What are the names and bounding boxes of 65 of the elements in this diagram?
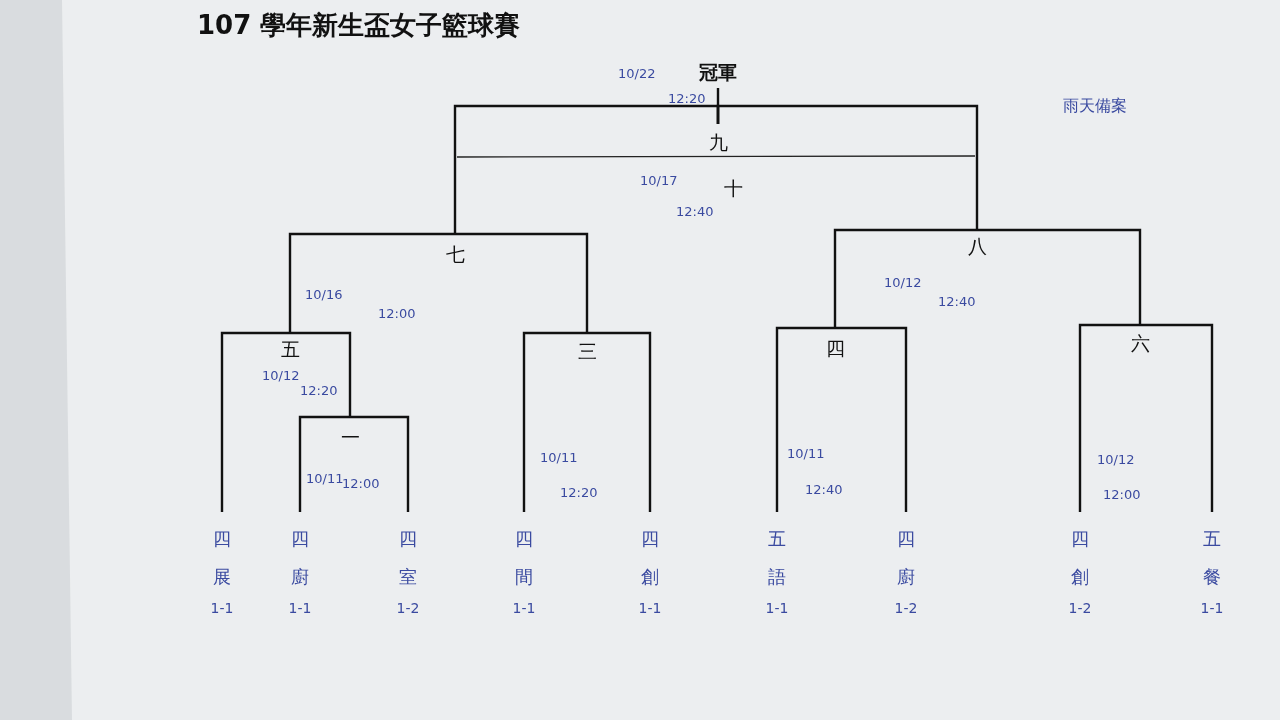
bracket-line: [298, 415, 350, 512]
team-name: 四廚: [290, 527, 310, 589]
bracket-line: [1078, 323, 1140, 512]
time-note: 12:40: [805, 482, 843, 497]
time-note: 12:20: [668, 91, 706, 106]
bracket-line: [977, 228, 1142, 325]
date-note: 10/11: [787, 446, 825, 461]
team-name: 五餐: [1202, 527, 1222, 589]
match-label: 六: [1118, 325, 1162, 357]
bracket-line: [1140, 323, 1214, 512]
class-number: 1-2: [1067, 600, 1093, 616]
time-note: 12:20: [300, 383, 338, 398]
match-label: 三: [565, 333, 609, 365]
date-note: 10/12: [1097, 452, 1135, 467]
note: 雨天備案: [1063, 97, 1127, 115]
class-number: 1-1: [209, 600, 235, 616]
class-number: 1-1: [764, 600, 790, 616]
time-note: 12:40: [676, 204, 714, 219]
date-note: 10/11: [306, 471, 344, 486]
match-label: 七: [433, 234, 477, 268]
bracket-line: [716, 104, 979, 230]
bracket-line: [220, 331, 290, 512]
team-name: 四創: [640, 527, 660, 589]
date-note: 10/11: [540, 450, 578, 465]
bracket-line: [290, 331, 352, 417]
bracket-line: [288, 232, 455, 333]
date-note: 10/12: [262, 368, 300, 383]
match-label: 九: [696, 106, 740, 156]
bracket-line: [587, 331, 652, 512]
match-label: 八: [955, 230, 999, 260]
match-label: 一: [328, 417, 372, 451]
time-note: 12:20: [560, 485, 598, 500]
date-note: 10/16: [305, 287, 343, 302]
bracket-line: [453, 104, 720, 234]
bracket-line: [455, 232, 589, 333]
title: 107 學年新生盃女子籃球賽: [197, 9, 521, 42]
time-note: 12:40: [938, 294, 976, 309]
class-number: 1-1: [511, 600, 537, 616]
bracket-line: [350, 415, 410, 512]
team-name: 四室: [398, 527, 418, 589]
class-number: 1-2: [395, 600, 421, 616]
match-label: 十: [711, 172, 755, 202]
match-label: 四: [813, 328, 857, 362]
champion-label: 冠軍: [688, 60, 748, 88]
team-name: 五語: [767, 527, 787, 589]
bracket-line: [716, 86, 720, 124]
date-note: 10/12: [884, 275, 922, 290]
time-note: 12:00: [1103, 487, 1141, 502]
bracket-line: [833, 228, 977, 328]
class-number: 1-1: [637, 600, 663, 616]
bracket-line: [522, 331, 587, 512]
match-label: 五: [268, 333, 312, 363]
date-note: 10/17: [640, 173, 678, 188]
class-number: 1-2: [893, 600, 919, 616]
class-number: 1-1: [1199, 600, 1225, 616]
bracket-line: [835, 326, 908, 512]
class-number: 1-1: [287, 600, 313, 616]
team-name: 四間: [514, 527, 534, 589]
team-name: 四展: [212, 527, 232, 589]
time-note: 12:00: [378, 306, 416, 321]
time-note: 12:00: [342, 476, 380, 491]
team-name: 四廚: [896, 527, 916, 589]
date-note: 10/22: [618, 66, 656, 81]
bracket-line: [775, 326, 835, 512]
team-name: 四創: [1070, 527, 1090, 589]
